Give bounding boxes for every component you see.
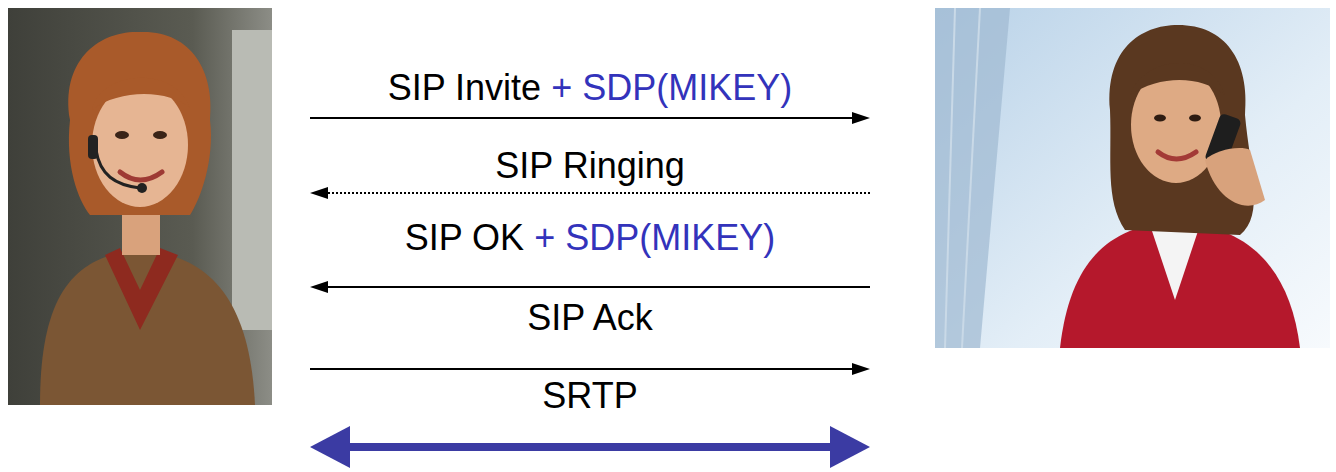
message-row: SRTP [300, 374, 880, 418]
eye [1154, 115, 1166, 122]
fringe [92, 78, 190, 110]
message-row: SIP Invite+ SDP(MIKEY) [300, 66, 880, 110]
scarf [105, 248, 178, 330]
message-label: SRTP [542, 374, 637, 418]
message-label: SIP Ack [527, 296, 652, 340]
arrowhead [310, 187, 328, 199]
ok-arrow [324, 286, 870, 288]
headset-mic-tip [137, 183, 147, 193]
eye [1189, 115, 1201, 122]
collar [1150, 225, 1200, 300]
face [92, 83, 188, 207]
headset-mic [96, 150, 140, 188]
message-arrows [310, 112, 870, 468]
arrowhead [852, 363, 870, 375]
eye [115, 131, 129, 139]
monitor [232, 30, 272, 330]
hair [1110, 25, 1255, 235]
message-row: SIP Ringing [300, 144, 880, 188]
caller-photo [8, 8, 272, 405]
ringing-arrow [324, 192, 870, 194]
building-line [945, 8, 955, 348]
jacket [40, 250, 255, 405]
callee-photo [935, 8, 1330, 348]
message-row: SIP Ack [300, 296, 880, 340]
headset-earpiece [88, 135, 98, 159]
photo-background [8, 8, 272, 405]
building-line [962, 8, 980, 348]
building [935, 8, 1010, 348]
message-label: SIP OK [405, 216, 524, 260]
arrowhead [852, 112, 870, 124]
arrowhead [310, 426, 350, 468]
ack-arrow [310, 368, 856, 370]
jacket [1060, 222, 1300, 348]
srtp-arrow [345, 443, 835, 451]
eye [153, 131, 167, 139]
message-label: + SDP(MIKEY) [551, 66, 792, 110]
message-row: SIP OK+ SDP(MIKEY) [300, 216, 880, 260]
photo-background [935, 8, 1330, 348]
smile [1158, 152, 1196, 159]
message-label: SIP Invite [388, 66, 541, 110]
smile [120, 172, 162, 180]
arrowhead [310, 281, 328, 293]
arrowhead [830, 426, 870, 468]
message-label: SIP Ringing [495, 144, 684, 188]
invite-arrow [310, 117, 856, 119]
hair [68, 32, 211, 215]
message-label: + SDP(MIKEY) [534, 216, 775, 260]
hand [1205, 148, 1265, 206]
fringe [1130, 63, 1225, 95]
